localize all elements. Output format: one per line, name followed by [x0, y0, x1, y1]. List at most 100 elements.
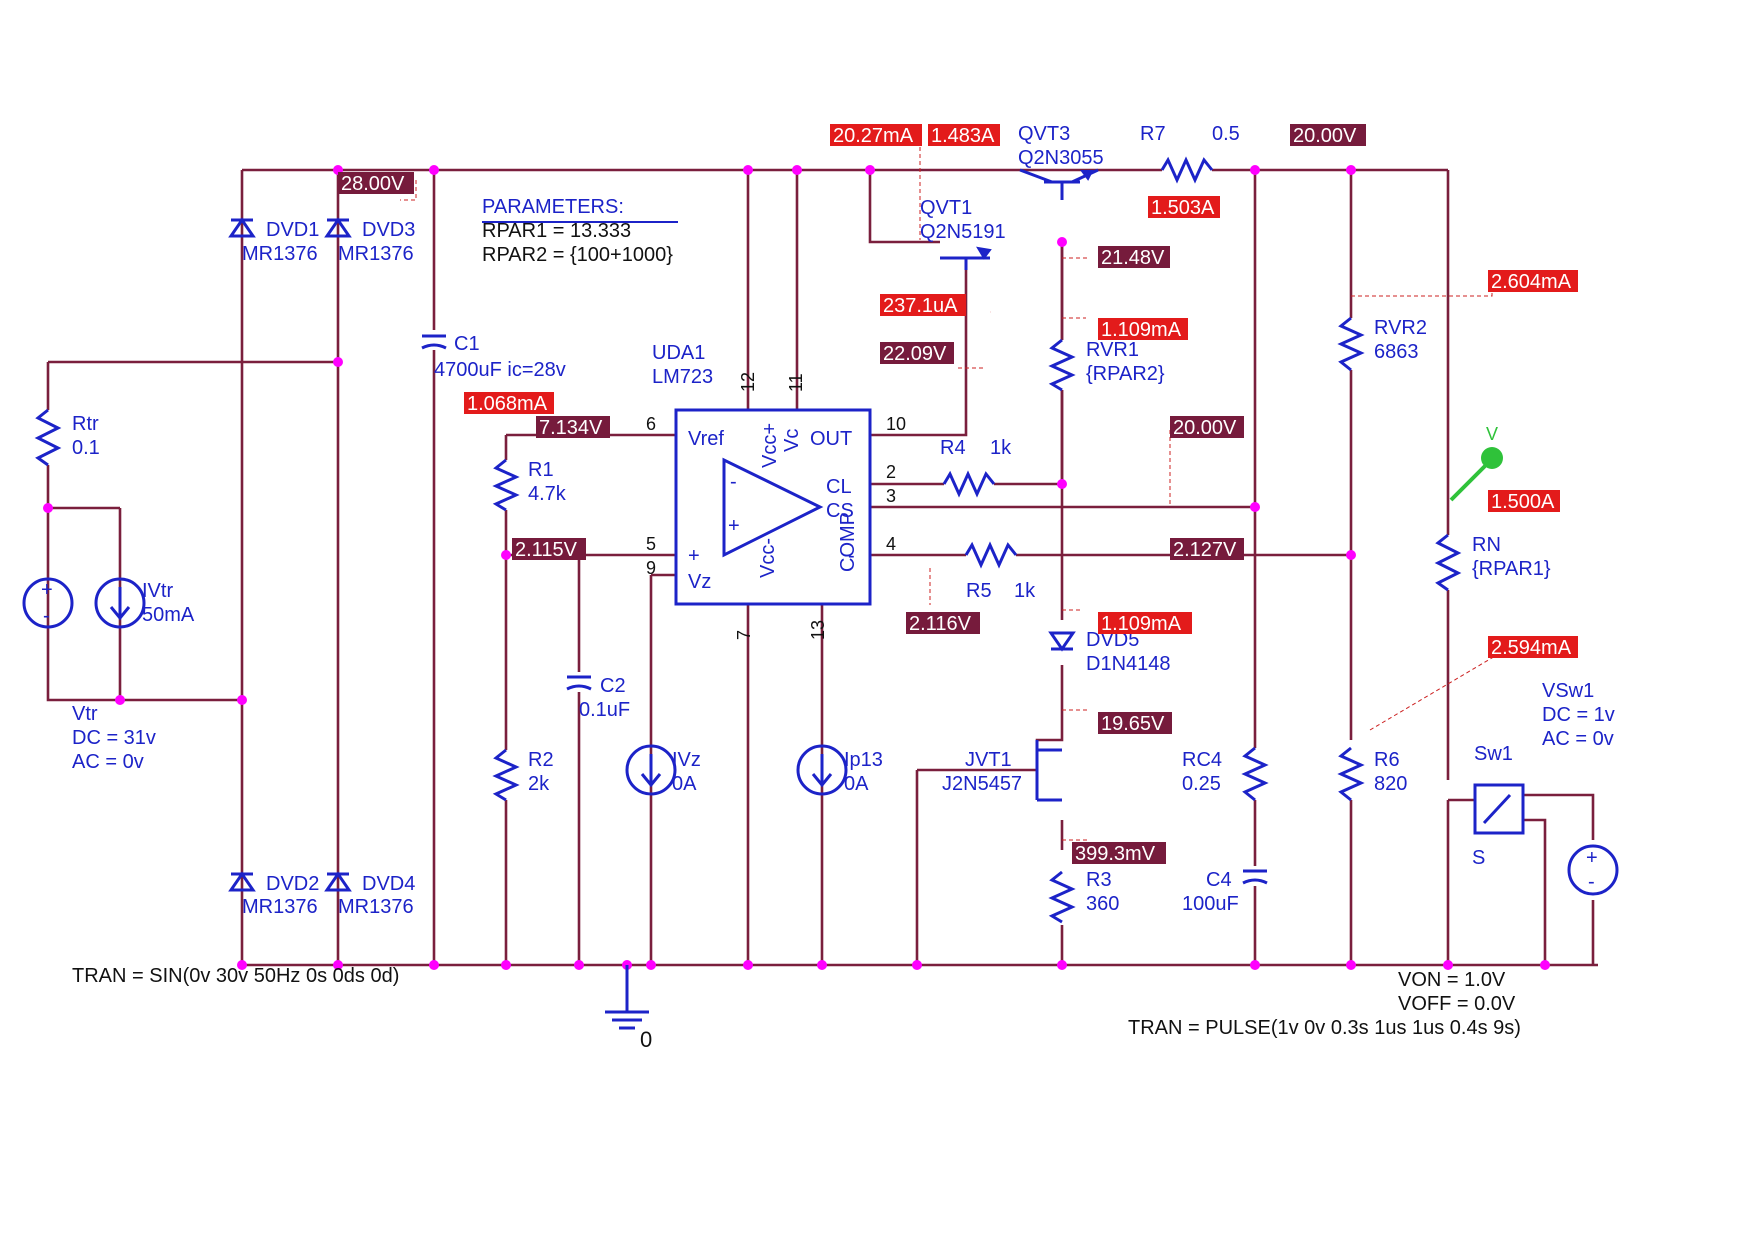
svg-text:20.27mA: 20.27mA: [833, 125, 914, 147]
resistor-r2[interactable]: R2 2k: [492, 748, 554, 802]
svg-text:7: 7: [734, 630, 754, 640]
svg-text:R7: R7: [1140, 123, 1166, 145]
voltage-markers: 28.00V 20.00V 21.48V 22.09V 7.134V 2.115…: [338, 124, 1366, 865]
voltage-probe[interactable]: V: [1449, 424, 1503, 502]
svg-text:2.604mA: 2.604mA: [1491, 271, 1572, 293]
svg-text:D1N4148: D1N4148: [1086, 653, 1171, 675]
current-marker-2-594ma: 2.594mA: [1488, 636, 1578, 659]
svg-text:TRAN = PULSE(1v 0v 0.3s 1us 1u: TRAN = PULSE(1v 0v 0.3s 1us 1us 0.4s 9s): [1128, 1017, 1521, 1039]
current-source-ivtr[interactable]: IVtr 50mA: [94, 577, 195, 629]
svg-text:R1: R1: [528, 459, 554, 481]
svg-text:Vz: Vz: [688, 571, 711, 593]
resistor-rc4[interactable]: RC4 0.25: [1182, 746, 1269, 802]
svg-text:AC = 0v: AC = 0v: [1542, 728, 1614, 750]
svg-text:19.65V: 19.65V: [1101, 713, 1165, 735]
svg-text:20.00V: 20.00V: [1293, 125, 1357, 147]
diode-dvd5[interactable]: DVD5 D1N4148: [1048, 629, 1171, 675]
resistor-r3[interactable]: R3 360: [1048, 869, 1119, 924]
current-source-ivz[interactable]: IVz 0A: [625, 744, 701, 796]
svg-text:{RPAR1}: {RPAR1}: [1472, 558, 1551, 580]
svg-text:12: 12: [738, 372, 758, 392]
current-marker-2-604ma: 2.604mA: [1488, 270, 1578, 293]
svg-text:237.1uA: 237.1uA: [883, 295, 958, 317]
svg-text:DVD1: DVD1: [266, 219, 319, 241]
switch-sw1[interactable]: Sw1 S VON = 1.0V VOFF = 0.0V: [1398, 743, 1525, 1015]
svg-text:1.109mA: 1.109mA: [1101, 613, 1182, 635]
jfet-jvt1[interactable]: JVT1 J2N5457: [942, 740, 1062, 802]
resistor-rvr2[interactable]: RVR2 6863: [1337, 316, 1427, 372]
voltage-marker-19-65v: 19.65V: [1098, 712, 1172, 735]
svg-text:LM723: LM723: [652, 366, 713, 388]
wires: [46, 168, 1598, 967]
svg-text:Rtr: Rtr: [72, 413, 99, 435]
svg-text:10: 10: [886, 414, 906, 434]
svg-text:+: +: [728, 515, 740, 537]
svg-text:-: -: [43, 605, 50, 627]
svg-text:C2: C2: [600, 675, 626, 697]
capacitor-c4[interactable]: C4 100uF: [1182, 866, 1268, 915]
svg-text:DVD5: DVD5: [1086, 629, 1139, 651]
diode-dvd2[interactable]: DVD2 MR1376: [228, 871, 319, 918]
svg-text:R4: R4: [940, 437, 966, 459]
svg-text:22.09V: 22.09V: [883, 343, 947, 365]
svg-text:VSw1: VSw1: [1542, 680, 1594, 702]
current-source-ip13[interactable]: Ip13 0A: [796, 744, 883, 796]
voltage-source-vtr[interactable]: + - Vtr DC = 31v AC = 0v TRAN = SIN(0v 3…: [22, 577, 399, 987]
svg-text:V: V: [1486, 424, 1498, 444]
ic-uda1[interactable]: UDA1 LM723 Vref Vc OUT CL CS + Vz - - + …: [652, 342, 872, 606]
transistor-qvt3[interactable]: QVT3 Q2N3055: [1018, 123, 1104, 200]
voltage-marker-21-48v: 21.48V: [1098, 246, 1170, 269]
ic-pin-numbers: 12 11 6 10 2 3 5 9 4 7 13: [646, 372, 906, 640]
svg-text:COMP: COMP: [837, 512, 859, 572]
svg-text:Vref: Vref: [688, 428, 724, 450]
svg-text:21.48V: 21.48V: [1101, 247, 1165, 269]
resistor-r7[interactable]: R7 0.5: [1140, 123, 1240, 184]
svg-text:C4: C4: [1206, 869, 1232, 891]
svg-text:OUT: OUT: [810, 428, 852, 450]
svg-text:DC = 1v: DC = 1v: [1542, 704, 1615, 726]
svg-text:RVR1: RVR1: [1086, 339, 1139, 361]
voltage-marker-20v-out: 20.00V: [1290, 124, 1366, 147]
capacitor-c2[interactable]: C2 0.1uF: [566, 672, 630, 721]
svg-text:JVT1: JVT1: [965, 749, 1012, 771]
svg-text:-: -: [730, 471, 737, 493]
voltage-marker-2-127v: 2.127V: [1170, 538, 1244, 561]
svg-text:0.1uF: 0.1uF: [579, 699, 630, 721]
resistor-r1[interactable]: R1 4.7k: [492, 458, 567, 512]
capacitor-c1[interactable]: C1 4700uF ic=28v: [421, 330, 566, 381]
svg-text:MR1376: MR1376: [338, 243, 414, 265]
current-marker-20-27ma: 20.27mA: [830, 124, 922, 147]
svg-text:1k: 1k: [1014, 580, 1036, 602]
diode-dvd3[interactable]: DVD3 MR1376: [324, 217, 415, 265]
svg-text:2.115V: 2.115V: [515, 539, 578, 561]
voltage-marker-2-116v: 2.116V: [906, 612, 980, 635]
vtr-tran: TRAN = SIN(0v 30v 50Hz 0s 0ds 0d): [72, 965, 399, 987]
svg-text:CS: CS: [826, 500, 854, 522]
svg-text:DVD2: DVD2: [266, 873, 319, 895]
resistor-rtr[interactable]: Rtr 0.1: [34, 408, 100, 467]
svg-text:0A: 0A: [672, 773, 697, 795]
resistor-r5[interactable]: R5 1k: [964, 541, 1036, 602]
diode-dvd1[interactable]: DVD1 MR1376: [228, 217, 319, 265]
svg-text:100uF: 100uF: [1182, 893, 1239, 915]
svg-text:0: 0: [640, 1027, 652, 1052]
svg-text:CL: CL: [826, 476, 852, 498]
diode-dvd4[interactable]: DVD4 MR1376: [324, 871, 415, 918]
current-marker-1-109ma-rvr1: 1.109mA: [1098, 318, 1188, 341]
svg-text:1k: 1k: [990, 437, 1012, 459]
params-rpar2: RPAR2 = {100+1000}: [482, 244, 673, 266]
svg-text:DC = 31v: DC = 31v: [72, 727, 156, 749]
svg-text:28.00V: 28.00V: [341, 173, 405, 195]
svg-text:2k: 2k: [528, 773, 550, 795]
svg-text:Ip13: Ip13: [844, 749, 883, 771]
ground-symbol: 0: [605, 965, 652, 1052]
resistor-r4[interactable]: R4 1k: [940, 437, 1012, 498]
svg-text:13: 13: [808, 620, 828, 640]
resistor-rn[interactable]: RN {RPAR1}: [1434, 533, 1551, 592]
svg-text:50mA: 50mA: [142, 604, 195, 626]
node-dots: [43, 165, 1550, 970]
resistor-r6[interactable]: R6 820: [1337, 746, 1407, 802]
transistor-qvt1[interactable]: QVT1 Q2N5191: [920, 197, 1006, 270]
voltage-source-vsw1[interactable]: + - VSw1 DC = 1v AC = 0v TRAN = PULSE(1v…: [1128, 680, 1619, 1039]
resistor-rvr1[interactable]: RVR1 {RPAR2}: [1048, 338, 1165, 392]
